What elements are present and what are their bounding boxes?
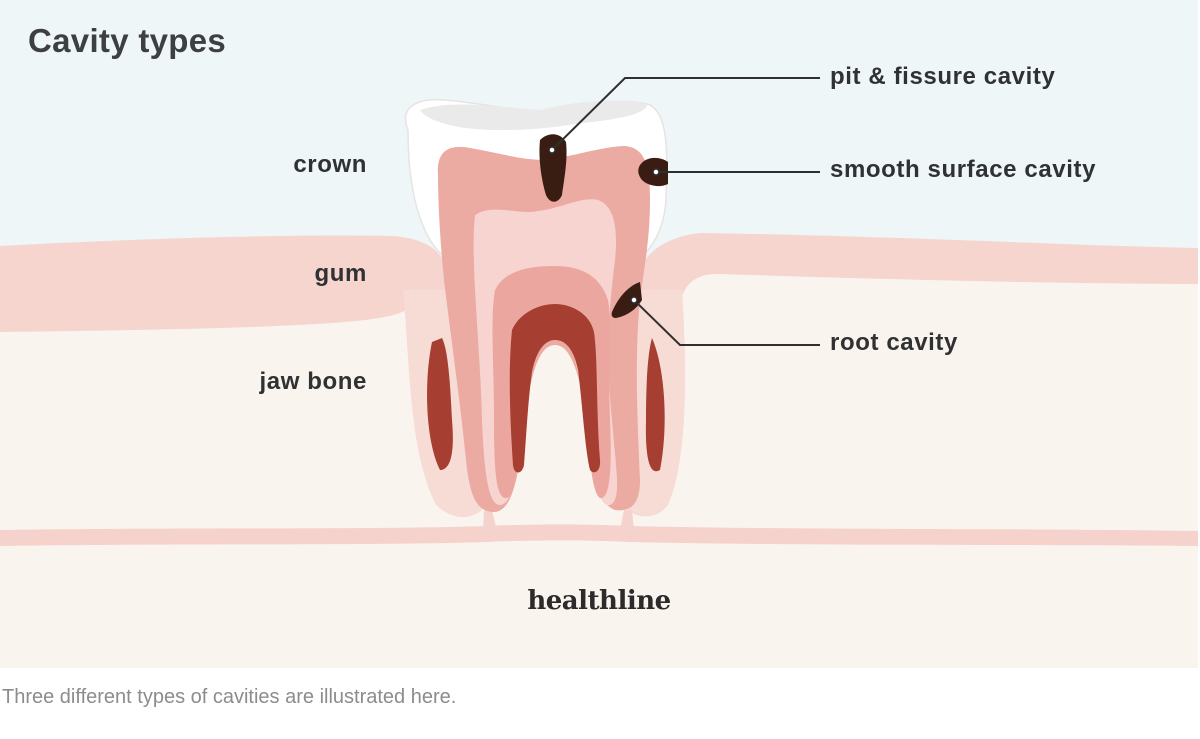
pit-fissure-marker [548,146,556,154]
label-pit-fissure-cavity: pit & fissure cavity [830,63,1056,90]
pit-fissure-decay [539,134,567,202]
ligament-left [427,338,453,470]
brand-logo: healthline [527,586,671,616]
diagram-svg [0,0,1198,668]
label-gum: gum [314,260,367,287]
label-jaw-bone: jaw bone [259,368,367,395]
vessel-line [0,524,1198,546]
enamel-top-shade [420,100,648,131]
label-smooth-surface-cavity: smooth surface cavity [830,156,1097,183]
root-decay [611,282,642,318]
label-crown: crown [293,151,367,178]
leader-lines [551,77,820,346]
root-nerve-left [483,510,497,532]
smooth-surface-marker [652,168,660,176]
figure-caption: Three different types of cavities are il… [2,686,457,708]
root-nerve-right [620,510,634,530]
ligament-right [645,338,665,472]
root-marker [630,296,638,304]
label-root-cavity: root cavity [830,329,958,356]
diagram-title: Cavity types [28,22,227,59]
cavity-diagram: Cavity types crown gum jaw bone pit & fi… [0,0,1198,668]
pulp-nerve [509,304,601,473]
